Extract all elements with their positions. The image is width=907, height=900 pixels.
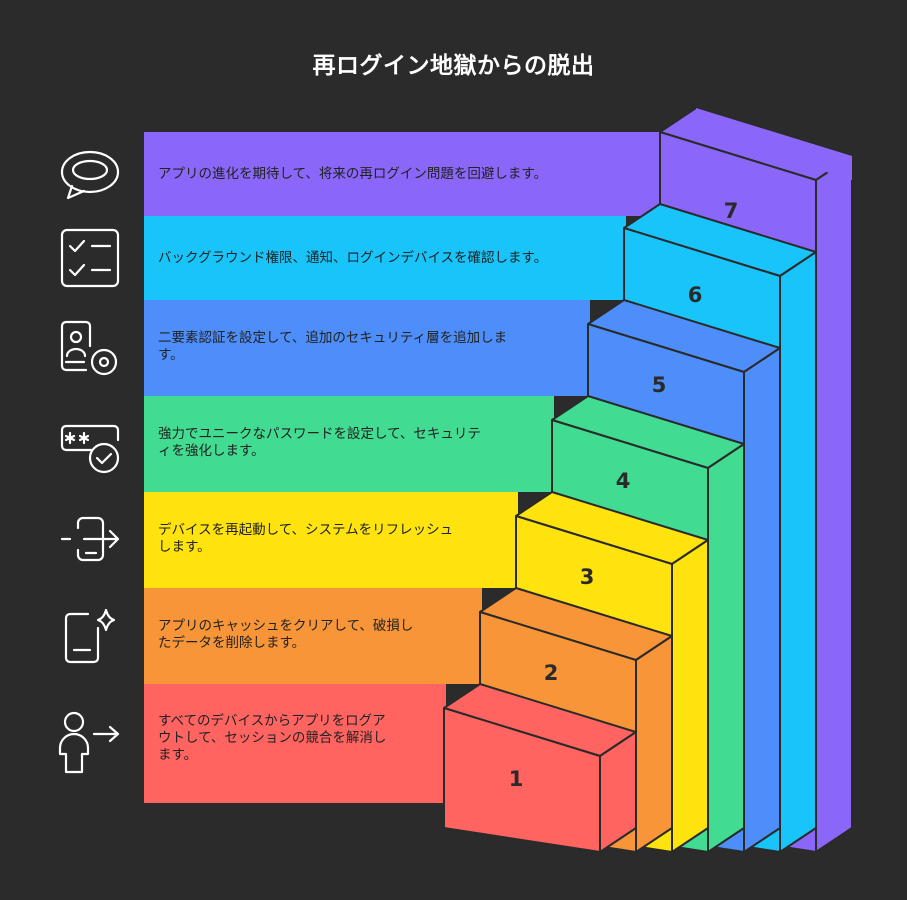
- step-band-6: [144, 216, 626, 300]
- step-number-6: 6: [688, 283, 703, 307]
- stair-side-face: [743, 347, 781, 853]
- description-line: たデータを削除します。: [158, 634, 305, 651]
- page-title: 再ログイン地獄からの脱出: [312, 53, 595, 79]
- staircase: 7 6 5 4 3 2 1: [443, 107, 853, 853]
- step-number-4: 4: [616, 469, 631, 493]
- step-band-7: [144, 132, 662, 216]
- description-line: バックグラウンド権限、通知、ログインデバイスを確認します。: [158, 249, 547, 266]
- stair-step-1: 1: [443, 683, 637, 853]
- step-description-3: デバイスを再起動して、システムをリフレッシュします。: [158, 521, 453, 555]
- description-line: ウトして、セッションの競合を解消し: [158, 730, 386, 746]
- stair-back-wall: [696, 108, 852, 180]
- step-icons: [58, 150, 120, 774]
- description-line: す。: [158, 347, 184, 363]
- stair-side-face: [671, 539, 709, 853]
- description-line: アプリの進化を期待して、将来の再ログイン問題を回避します。: [158, 166, 547, 182]
- id-badge-icon: [60, 320, 118, 376]
- step-number-5: 5: [652, 373, 667, 397]
- step-band-5: [144, 300, 590, 396]
- step-number-1: 1: [509, 767, 524, 791]
- description-line: します。: [158, 539, 211, 555]
- stair-side-face: [707, 443, 745, 853]
- description-line: アプリのキャッシュをクリアして、破損し: [158, 618, 413, 634]
- step-description-6: バックグラウンド権限、通知、ログインデバイスを確認します。: [158, 249, 547, 266]
- description-line: ます。: [158, 747, 197, 763]
- description-line: 強力でユニークなパスワードを設定して、セキュリテ: [158, 426, 481, 442]
- step-description-5: 二要素認証を設定して、追加のセキュリティ層を追加します。: [158, 330, 507, 363]
- person-logout-icon: [58, 711, 120, 774]
- description-line: 二要素認証を設定して、追加のセキュリティ層を追加しま: [158, 330, 507, 346]
- step-description-4: 強力でユニークなパスワードを設定して、セキュリティを強化します。: [158, 426, 481, 459]
- step-bands: [144, 132, 662, 803]
- step-description-1: すべてのデバイスからアプリをログアウトして、セッションの競合を解消します。: [158, 712, 386, 763]
- stair-side-face: [635, 635, 673, 853]
- description-line: ィを強化します。: [158, 443, 265, 459]
- step-band-2: [144, 588, 482, 684]
- description-line: すべてのデバイスからアプリをログア: [158, 712, 386, 729]
- step-number-7: 7: [724, 199, 739, 223]
- speech-bubble-icon: [60, 150, 120, 200]
- step-description-7: アプリの進化を期待して、将来の再ログイン問題を回避します。: [158, 166, 547, 182]
- step-number-2: 2: [544, 661, 559, 685]
- step-band-1: [144, 684, 446, 803]
- step-descriptions: すべてのデバイスからアプリをログアウトして、セッションの競合を解消します。 アプリ…: [158, 166, 547, 763]
- checklist-icon: [60, 228, 120, 288]
- step-band-4: [144, 396, 554, 492]
- stair-side-face: [599, 731, 637, 853]
- description-line: デバイスを再起動して、システムをリフレッシュ: [158, 521, 453, 538]
- stair-side-face: [779, 251, 817, 853]
- password-check-icon: [60, 424, 120, 474]
- step-number-3: 3: [580, 565, 595, 589]
- stair-side-face: [815, 155, 853, 853]
- step-band-3: [144, 492, 518, 588]
- device-exit-icon: [60, 516, 120, 562]
- phone-sparkle-icon: [64, 608, 116, 664]
- step-description-2: アプリのキャッシュをクリアして、破損したデータを削除します。: [158, 618, 413, 651]
